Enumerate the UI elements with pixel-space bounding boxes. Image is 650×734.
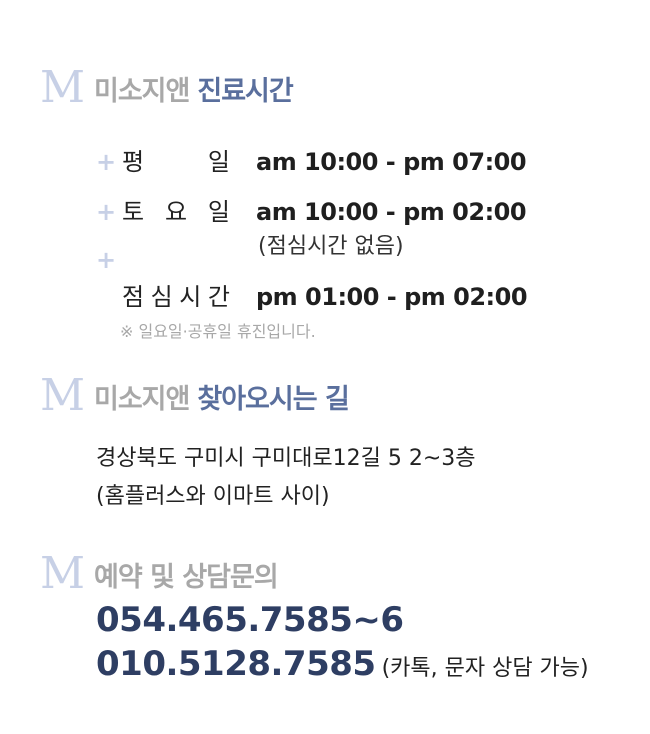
phone-number-2[interactable]: 010.5128.7585(카톡, 문자 상담 가능): [96, 644, 589, 684]
hours-heading-title: 진료시간: [197, 75, 293, 107]
plus-icon: +: [96, 246, 117, 274]
time-range: pm 01:00 - pm 02:00: [256, 283, 528, 311]
directions-heading: M 미소지앤 찾아오시는 길: [40, 370, 350, 421]
plus-icon: +: [96, 148, 117, 176]
directions-heading-prefix: 미소지앤: [94, 383, 190, 415]
m-logo-icon: M: [40, 548, 86, 599]
phone-note: (카톡, 문자 상담 가능): [381, 656, 589, 681]
hours-heading: M 미소지앤 진료시간: [40, 62, 294, 113]
contact-heading-title: 예약 및 상담문의: [94, 561, 279, 593]
m-logo-icon: M: [40, 370, 86, 421]
hours-row-lunch-plus: +: [96, 246, 122, 274]
time-range: am 10:00 - pm 02:00: [256, 198, 527, 226]
lunch-note: (점심시간 없음): [258, 234, 404, 259]
plus-icon: +: [96, 198, 117, 226]
directions-heading-title: 찾아오시는 길: [197, 383, 349, 415]
closed-notice: ※ 일요일·공휴일 휴진입니다.: [120, 322, 316, 341]
m-logo-icon: M: [40, 62, 86, 113]
time-range: am 10:00 - pm 07:00: [256, 148, 527, 176]
address-line-1: 경상북도 구미시 구미대로12길 5 2~3층: [96, 446, 476, 471]
phone-number-1[interactable]: 054.465.7585~6: [96, 600, 404, 640]
hours-heading-prefix: 미소지앤: [94, 75, 190, 107]
contact-heading: M 예약 및 상담문의: [40, 548, 279, 599]
address-line-2: (홈플러스와 이마트 사이): [96, 484, 330, 509]
